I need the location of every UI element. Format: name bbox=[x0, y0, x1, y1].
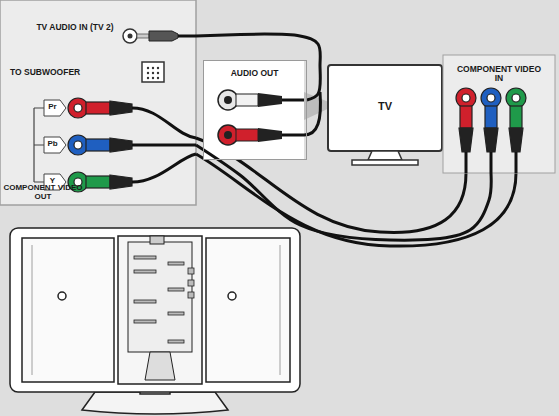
audio-cable bbox=[196, 34, 320, 100]
back-panel bbox=[0, 0, 196, 205]
node-label: COMPONENT VIDEO OUT bbox=[2, 184, 84, 202]
node-label: AUDIO OUT bbox=[204, 69, 305, 78]
audio-out-inset bbox=[203, 60, 304, 160]
jack-label: Pr bbox=[44, 103, 61, 112]
component-in-inset bbox=[443, 55, 555, 173]
node-label: COMPONENT VIDEO IN bbox=[453, 65, 545, 84]
back-panel-box: TV AUDIO IN (TV 2) TO SUBWOOFER COMPONENT … bbox=[0, 0, 196, 205]
component-in-box: COMPONENT VIDEO IN bbox=[443, 55, 555, 173]
tv-set bbox=[328, 65, 442, 165]
node-label: TO SUBWOOFER bbox=[10, 68, 130, 77]
node-label: TV AUDIO IN (TV 2) bbox=[30, 23, 120, 32]
tv-screen: TV bbox=[330, 67, 442, 149]
audio-out-box: AUDIO OUT bbox=[203, 60, 307, 160]
mini-system bbox=[10, 228, 300, 414]
node-label: TV bbox=[330, 100, 440, 112]
jack-label: Y bbox=[44, 177, 61, 186]
jack-label: Pb bbox=[44, 140, 61, 149]
